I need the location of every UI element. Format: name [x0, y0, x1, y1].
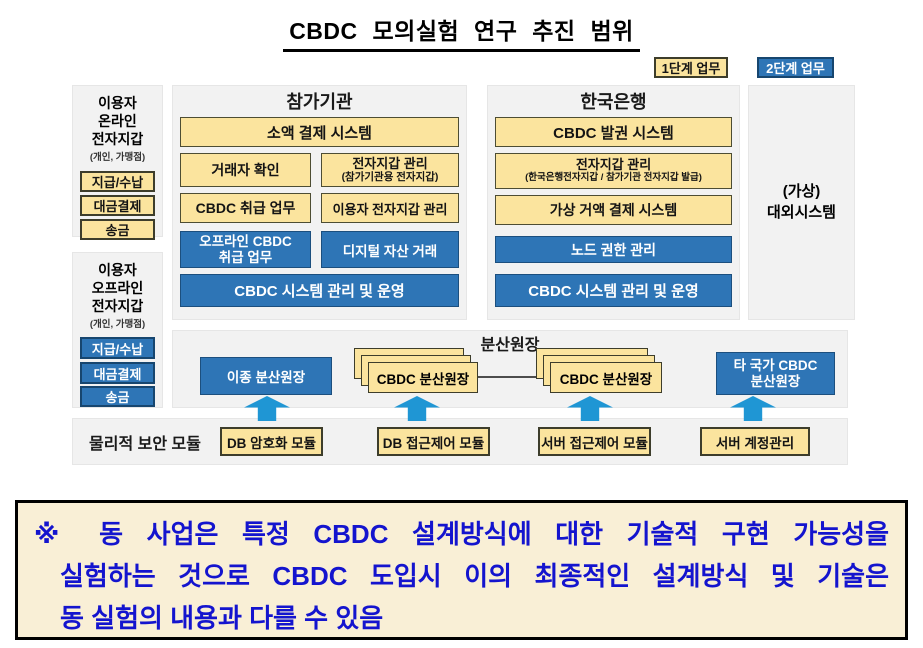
hetero-ledger-box: 이종 분산원장: [200, 357, 332, 395]
disclaimer-note: ※ 동 사업은 특정 CBDC 설계방식에 대한 기술적 구현 가능성을 실험하…: [15, 500, 908, 640]
user-offline-wallet-panel: 이용자 오프라인 전자지갑 (개인, 가맹점): [72, 252, 163, 408]
offline-settlement-chip: 대금결제: [80, 362, 155, 384]
bok-title: 한국은행: [580, 92, 647, 112]
db-encryption-module-box: DB 암호화 모듈: [220, 427, 323, 456]
disclaimer-line1: ※ 동 사업은 특정 CBDC 설계방식에 대한 기술적 구현 가능성을: [34, 519, 889, 549]
online-remittance-chip: 송금: [80, 219, 155, 240]
db-access-control-module-box: DB 접근제어 모듈: [377, 427, 490, 456]
participant-wallet-mgmt-box: 전자지갑 관리 (참가기관용 전자지갑): [321, 153, 459, 187]
ledger-connector-line: [474, 376, 554, 378]
retail-payment-system-box: 소액 결제 시스템: [180, 117, 459, 147]
ledger-title: 분산원장: [480, 336, 540, 354]
virtual-rtgs-box: 가상 거액 결제 시스템: [495, 195, 732, 225]
cbdc-ledger2-box: CBDC 분산원장: [550, 362, 662, 393]
legend-phase2-label: 2단계 업무: [766, 61, 825, 76]
participant-system-mgmt-box: CBDC 시스템 관리 및 운영: [180, 274, 459, 307]
offline-payment-receipt-chip: 지급/수납: [80, 337, 155, 359]
user-online-wallet-subtitle: (개인, 가맹점): [89, 151, 146, 163]
server-access-control-module-box: 서버 접근제어 모듈: [538, 427, 651, 456]
user-wallet-mgmt-box: 이용자 전자지갑 관리: [321, 193, 459, 223]
server-account-mgmt-box: 서버 계정관리: [700, 427, 810, 456]
bok-system-mgmt-box: CBDC 시스템 관리 및 운영: [495, 274, 732, 307]
cbdc-handling-box: CBDC 취급 업무: [180, 193, 311, 223]
offline-cbdc-handling-box: 오프라인 CBDC 취급 업무: [180, 231, 311, 268]
foreign-cbdc-ledger-box: 타 국가 CBDC 분산원장: [716, 352, 835, 395]
node-auth-box: 노드 권한 관리: [495, 236, 732, 263]
disclaimer-line2: 실험하는 것으로 CBDC 도입시 이의 최종적인 설계방식 및 기술은: [60, 561, 889, 591]
user-offline-wallet-subtitle: (개인, 가맹점): [89, 318, 146, 330]
external-system-panel: (가상) 대외시스템: [748, 85, 855, 320]
digital-asset-trade-box: 디지털 자산 거래: [321, 231, 459, 268]
cbdc-ledger1-box: CBDC 분산원장: [368, 362, 478, 393]
security-label: 물리적 보안 모듈: [89, 435, 201, 453]
legend-phase1-label: 1단계 업무: [661, 61, 721, 76]
diagram-title-row: CBDC 모의실험 연구 추진 범위: [0, 12, 923, 52]
online-settlement-chip: 대금결제: [80, 195, 155, 216]
trader-verification-box: 거래자 확인: [180, 153, 311, 187]
bok-wallet-mgmt-box: 전자지갑 관리 (한국은행전자지갑 / 참가기관 전자지갑 발급): [495, 153, 732, 189]
legend-phase2-badge: 2단계 업무: [757, 57, 834, 78]
disclaimer-line3: 동 실험의 내용과 다를 수 있음: [60, 603, 384, 633]
user-online-wallet-title: 이용자 온라인 전자지갑 (개인, 가맹점): [89, 95, 146, 163]
page-title: CBDC 모의실험 연구 추진 범위: [283, 12, 640, 52]
offline-remittance-chip: 송금: [80, 386, 155, 407]
legend-phase1-badge: 1단계 업무: [654, 57, 728, 78]
participants-title: 참가기관: [286, 92, 353, 112]
user-offline-wallet-title: 이용자 오프라인 전자지갑 (개인, 가맹점): [89, 262, 146, 330]
cbdc-issuance-system-box: CBDC 발권 시스템: [495, 117, 732, 147]
online-payment-receipt-chip: 지급/수납: [80, 171, 155, 192]
